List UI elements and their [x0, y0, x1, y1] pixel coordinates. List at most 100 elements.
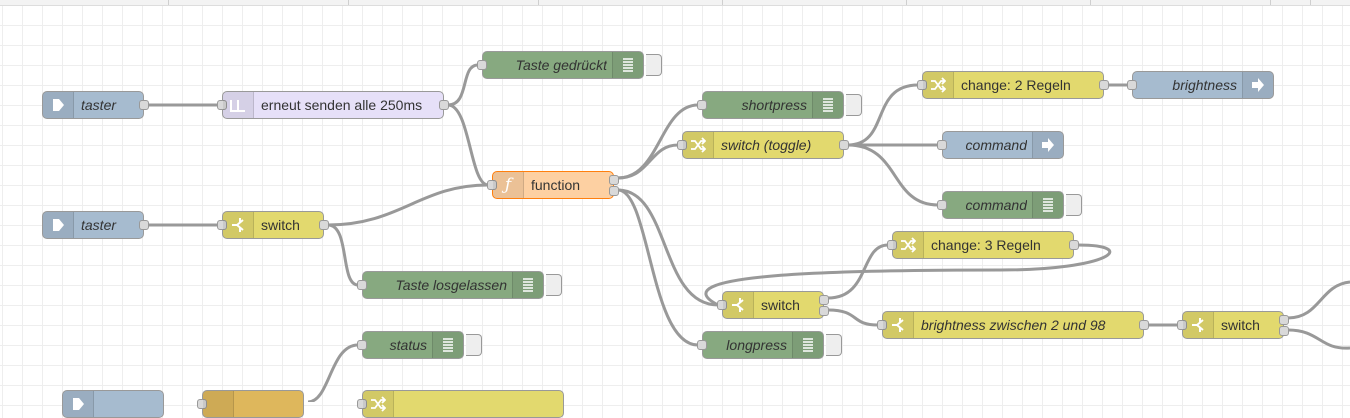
debug-toggle-button[interactable] — [1066, 194, 1082, 216]
node-label: switch — [261, 217, 300, 233]
switch-node-1[interactable]: switch — [217, 211, 329, 239]
wire — [1287, 280, 1350, 320]
input-port[interactable] — [917, 80, 927, 90]
output-port-1[interactable] — [609, 175, 619, 185]
input-port[interactable] — [217, 220, 227, 230]
wire — [1287, 328, 1350, 350]
inject-arrow-icon — [63, 391, 94, 417]
debug-node-shortpress[interactable]: shortpress — [697, 91, 862, 119]
input-port[interactable] — [677, 140, 687, 150]
debug-toggle-button[interactable] — [646, 54, 662, 76]
switch-node-3[interactable]: switch — [1177, 311, 1289, 339]
wire — [847, 143, 939, 207]
debug-node-taste-losgelassen[interactable]: Taste losgelassen — [357, 271, 562, 299]
input-port[interactable] — [937, 140, 947, 150]
input-port[interactable] — [697, 100, 707, 110]
switch-node-2[interactable]: switch — [717, 291, 829, 319]
tab-separator — [168, 0, 169, 5]
tab-separator — [1310, 0, 1311, 5]
wire — [617, 188, 699, 347]
output-port-2[interactable] — [1279, 326, 1289, 336]
trigger-node[interactable]: erneut senden alle 250ms — [217, 91, 449, 119]
output-port[interactable] — [439, 100, 449, 110]
node-label: function — [531, 177, 581, 193]
input-port[interactable] — [1127, 80, 1137, 90]
debug-node-command[interactable]: command — [937, 191, 1082, 219]
inject-node-taster-2[interactable]: taster — [42, 211, 149, 239]
wire — [327, 183, 489, 227]
output-port-1[interactable] — [1279, 315, 1289, 325]
inject-node-partial[interactable] — [62, 390, 164, 418]
node-label: command — [965, 197, 1027, 213]
node-label: Taste gedrückt — [515, 57, 607, 73]
input-port[interactable] — [357, 280, 367, 290]
switch-node-brightness-range[interactable]: brightness zwischen 2 und 98 — [877, 311, 1149, 339]
trigger-icon — [223, 92, 254, 118]
change-node-3-regeln[interactable]: change: 3 Regeln — [887, 231, 1079, 259]
debug-toggle-button[interactable] — [826, 334, 842, 356]
debug-toggle-button[interactable] — [546, 274, 562, 296]
change-node-2-regeln[interactable]: change: 2 Regeln — [917, 71, 1109, 99]
output-port-2[interactable] — [819, 306, 829, 316]
node-label: shortpress — [741, 97, 807, 113]
wire — [307, 343, 359, 402]
node-label: switch — [1221, 317, 1260, 333]
output-port[interactable] — [1139, 320, 1149, 330]
debug-node-taste-gedrueckt[interactable]: Taste gedrückt — [477, 51, 662, 79]
input-port[interactable] — [937, 200, 947, 210]
input-port[interactable] — [357, 340, 367, 350]
output-node-brightness[interactable]: brightness — [1127, 71, 1274, 99]
tab-separator — [1270, 0, 1271, 5]
node-label: taster — [81, 97, 117, 113]
debug-toggle-button[interactable] — [846, 94, 862, 116]
output-node-command[interactable]: command — [937, 131, 1064, 159]
input-port[interactable] — [887, 240, 897, 250]
change-node-partial[interactable] — [357, 390, 564, 418]
debug-node-longpress[interactable]: longpress — [697, 331, 842, 359]
shuffle-icon — [893, 232, 924, 258]
input-port[interactable] — [1177, 320, 1187, 330]
output-port[interactable] — [1069, 240, 1079, 250]
wire — [617, 188, 719, 307]
output-port-2[interactable] — [609, 186, 619, 196]
input-port[interactable] — [477, 60, 487, 70]
wire — [447, 103, 489, 187]
function-node[interactable]: ƒ function — [487, 171, 619, 199]
input-port[interactable] — [487, 180, 497, 190]
input-port[interactable] — [697, 340, 707, 350]
node-label: brightness — [1172, 77, 1237, 93]
output-port[interactable] — [139, 100, 149, 110]
node-label: change: 2 Regeln — [961, 77, 1071, 93]
input-port[interactable] — [217, 100, 227, 110]
wire — [704, 243, 1112, 307]
change-node-switch-toggle[interactable]: switch (toggle) — [677, 131, 849, 159]
inject-node-taster-1[interactable]: taster — [42, 91, 149, 119]
input-port[interactable] — [877, 320, 887, 330]
wire — [617, 143, 679, 180]
debug-list-icon — [512, 272, 543, 298]
output-port[interactable] — [1099, 80, 1109, 90]
node-label: brightness zwischen 2 und 98 — [921, 317, 1106, 333]
debug-list-icon — [432, 332, 463, 358]
output-port[interactable] — [839, 140, 849, 150]
debug-list-icon — [1032, 192, 1063, 218]
output-port[interactable] — [139, 220, 149, 230]
input-port[interactable] — [717, 300, 727, 310]
wire — [827, 308, 879, 327]
node-label: longpress — [726, 337, 787, 353]
function-icon: ƒ — [493, 172, 524, 198]
debug-node-status[interactable]: status — [357, 331, 482, 359]
tab-separator — [538, 0, 539, 5]
debug-list-icon — [792, 332, 823, 358]
output-port[interactable] — [319, 220, 329, 230]
node-label: Taste losgelassen — [395, 277, 507, 293]
debug-toggle-button[interactable] — [466, 334, 482, 356]
node-partial[interactable] — [197, 390, 304, 418]
switch-icon — [883, 312, 914, 338]
output-port-1[interactable] — [819, 295, 829, 305]
tab-bar — [0, 0, 1350, 6]
node-label: status — [389, 337, 427, 353]
tab-separator — [348, 0, 349, 5]
wire — [447, 63, 479, 107]
node-label: taster — [81, 217, 117, 233]
